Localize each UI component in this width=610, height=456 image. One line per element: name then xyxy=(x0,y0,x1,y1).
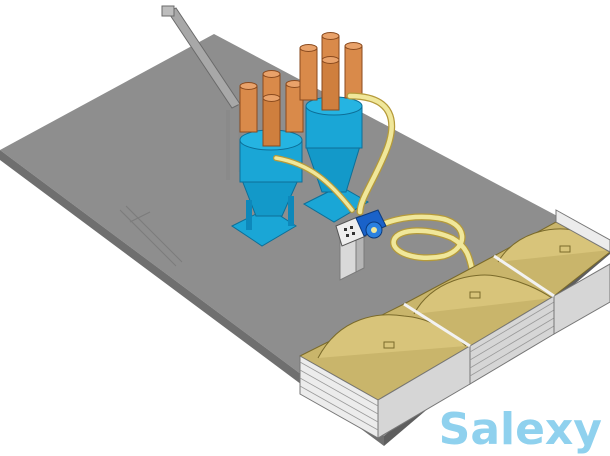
pump-unit xyxy=(355,209,387,239)
floor-side-left xyxy=(0,150,384,446)
bag-group-right xyxy=(299,32,363,111)
container-1 xyxy=(298,303,471,439)
silo-right xyxy=(299,32,369,223)
bag-group-left xyxy=(239,70,304,147)
hoses xyxy=(273,92,478,282)
container-3-wall-right xyxy=(553,263,610,335)
panel-buttons xyxy=(344,226,355,237)
container-3-wall-back xyxy=(555,209,610,253)
floor-marking xyxy=(119,205,183,267)
conveyor-end-cap xyxy=(161,5,175,17)
silo-left-leg xyxy=(246,200,252,230)
container-2 xyxy=(403,255,555,385)
container-dividers xyxy=(403,254,555,348)
container-row xyxy=(298,209,610,439)
watermark-logo: Salexy xyxy=(438,404,602,455)
silo-left-leg2 xyxy=(288,196,294,226)
silo-left xyxy=(231,70,304,247)
